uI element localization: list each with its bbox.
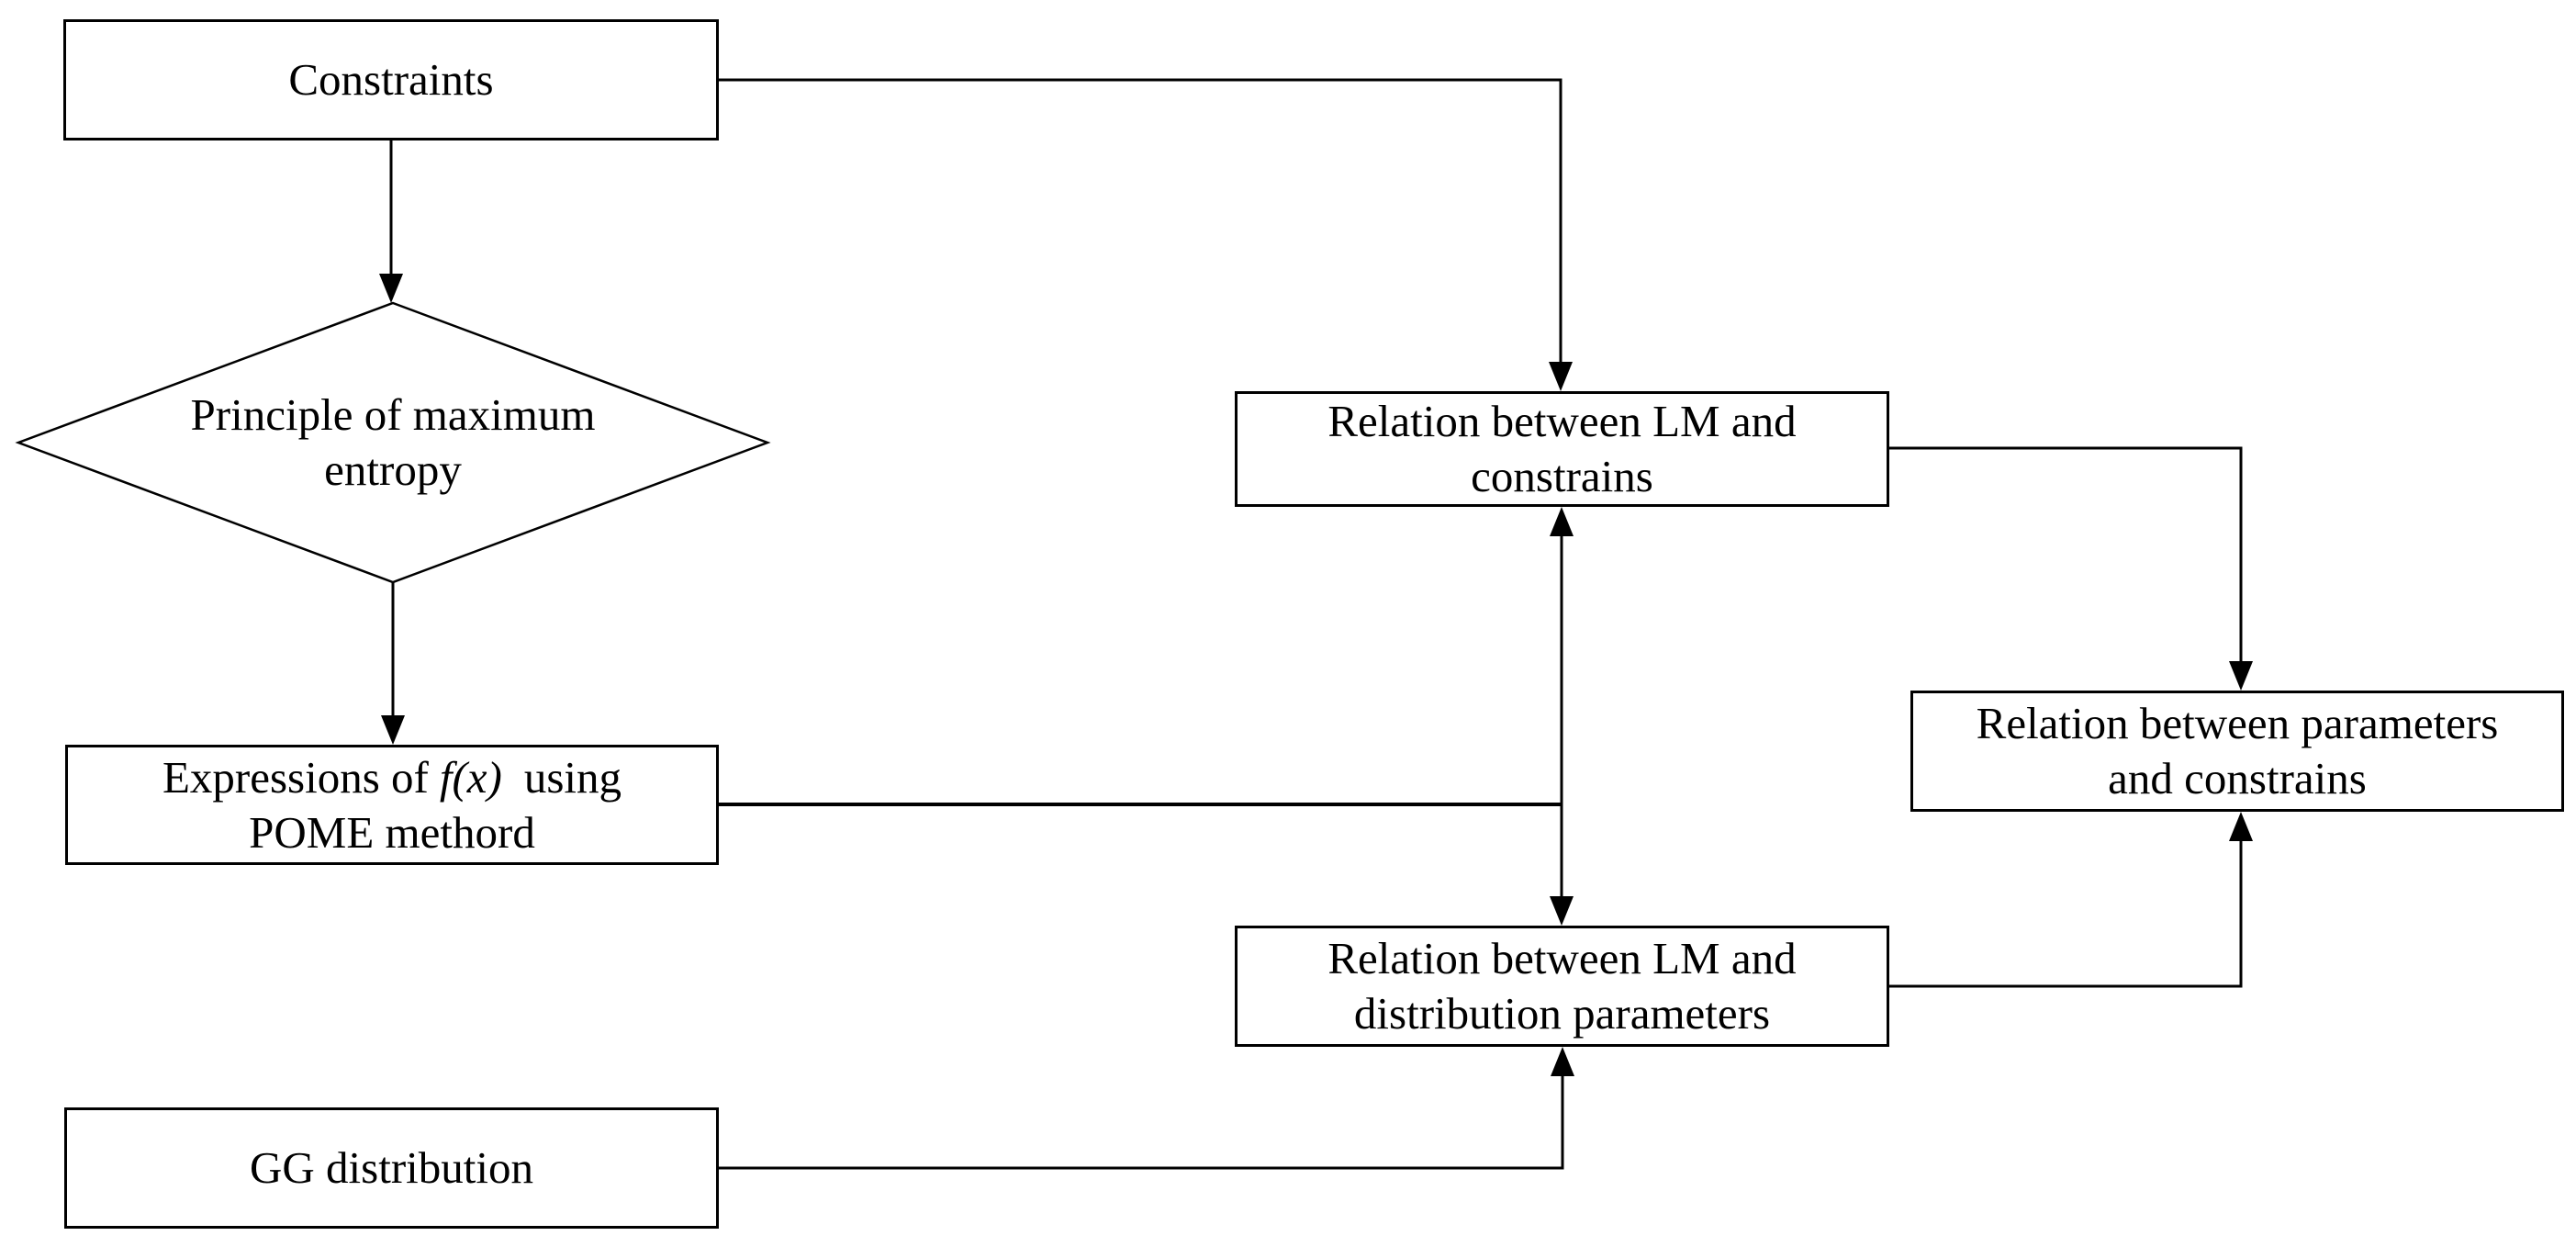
node-principle-label-line1: Principle of maximum: [190, 389, 596, 440]
node-expressions-label-pre: Expressions of: [162, 751, 429, 803]
arrowhead-down-into-diamond: [379, 274, 403, 303]
node-relation-lm-distribution-line1: Relation between LM and: [1327, 933, 1797, 983]
node-gg-distribution: GG distribution: [64, 1107, 719, 1229]
node-relation-parameters-constrains: Relation between parameters and constrai…: [1910, 691, 2564, 812]
arrowhead-up-into-relation-params: [2229, 812, 2253, 841]
node-gg-label: GG distribution: [250, 1142, 533, 1193]
arrowhead-down-into-relation-lm-constrains: [1549, 362, 1573, 391]
node-relation-lm-constrains-line2: constrains: [1471, 451, 1653, 501]
node-relation-lm-distribution-line2: distribution parameters: [1353, 988, 1771, 1039]
arrowhead-up-into-relation-lm-constrains: [1550, 507, 1574, 536]
node-relation-lm-constrains-line1: Relation between LM and: [1327, 396, 1797, 446]
node-relation-parameters-constrains-line2: and constrains: [2108, 753, 2367, 803]
node-relation-lm-constrains: Relation between LM and constrains: [1235, 391, 1889, 507]
fx-math-symbol: f(x): [439, 751, 502, 803]
arrowhead-up-into-relation-lm-distribution: [1551, 1047, 1574, 1076]
arrowhead-down-into-relation-lm-distribution: [1550, 896, 1574, 926]
node-expressions-label-line2: POME methord: [249, 806, 535, 858]
node-expressions-label-post: using: [523, 751, 622, 803]
node-principle-label-line2: entropy: [324, 444, 462, 495]
node-principle-of-maximum-entropy: Principle of maximum entropy: [118, 360, 668, 525]
node-relation-lm-distribution: Relation between LM and distribution par…: [1235, 926, 1889, 1047]
edge-gg-to-relation-lm-distribution: [719, 1073, 1564, 1170]
node-constraints-label: Constraints: [288, 54, 494, 105]
edge-constraints-to-relation-lm-constrains: [719, 78, 1562, 365]
edge-relation-lm-constrains-to-params: [1889, 446, 2243, 665]
edge-relation-lm-distribution-to-params: [1889, 837, 2243, 988]
arrowhead-down-into-relation-params: [2229, 661, 2253, 691]
node-relation-parameters-constrains-line1: Relation between parameters: [1976, 698, 2499, 748]
node-constraints: Constraints: [63, 19, 719, 140]
arrowhead-down-into-expressions: [381, 715, 405, 745]
